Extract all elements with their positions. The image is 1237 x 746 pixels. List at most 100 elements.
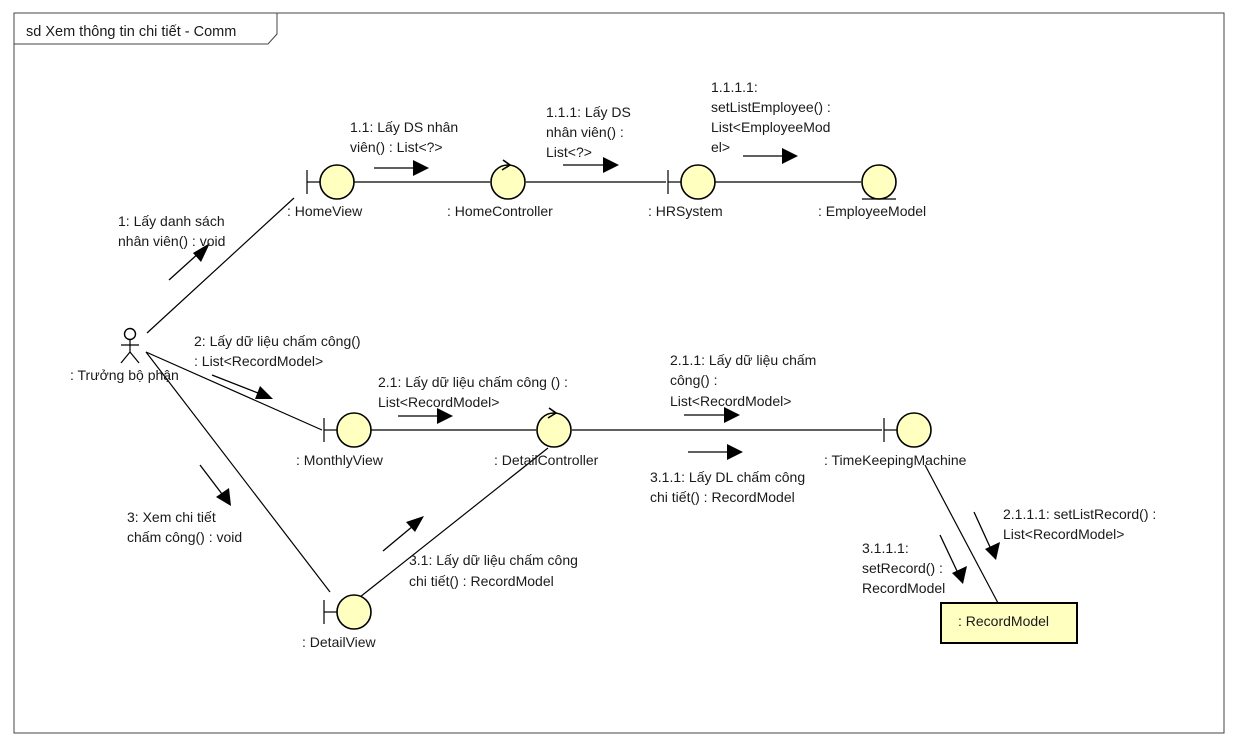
frame-tab <box>14 12 278 45</box>
control-icon <box>490 164 526 200</box>
timekeeping-machine-label: : TimeKeepingMachine <box>824 452 967 468</box>
link-actor-homeview <box>146 197 295 334</box>
message-arrow-1-head <box>193 243 210 262</box>
message-1-1-1-line-3: List<?> <box>546 144 592 160</box>
timekeeping-machine-boundary[interactable]: : TimeKeepingMachine <box>824 412 967 468</box>
message-3-1-label: 3.1: Lấy dữ liệu chấm công chi tiết() : … <box>409 552 582 589</box>
actor-truong-bo-phan[interactable]: : Trưởng bộ phận <box>70 327 179 384</box>
message-arrow-1-shaft <box>168 251 201 281</box>
message-arrow-3-shaft <box>199 464 223 495</box>
message-1-line-2: nhân viên() : void <box>118 233 225 249</box>
boundary-icon <box>319 164 355 200</box>
message-2-1-1-label: 2.1.1: Lấy dữ liệu chấm công() : List<Re… <box>670 352 820 409</box>
message-2-1-line-1: 2.1: Lấy dữ liệu chấm công () : <box>378 374 568 390</box>
actor-leg-left <box>120 351 131 364</box>
boundary-icon <box>336 412 372 448</box>
message-1-1-1-1-line-2: setListEmployee() : <box>711 99 831 115</box>
control-arrow-icon <box>501 159 512 171</box>
link-detailview-detailcontroller <box>359 447 549 598</box>
frame-title: Xem thông tin chi tiết - Comm <box>45 24 236 40</box>
message-3-line-2: chấm công() : void <box>127 529 242 545</box>
message-arrow-2-1-1-1-head <box>985 542 1000 560</box>
message-2-1-label: 2.1: Lấy dữ liệu chấm công () : List<Rec… <box>378 374 572 410</box>
employee-model-entity[interactable]: : EmployeeModel <box>818 164 926 219</box>
home-view-label: : HomeView <box>287 203 363 219</box>
message-arrow-3-1-head <box>406 516 424 532</box>
message-labels: 1: Lấy danh sách nhân viên() : void 1.1:… <box>118 79 1160 596</box>
message-arrow-3-1-1-1-shaft <box>939 534 958 572</box>
message-2-label: 2: Lấy dữ liệu chấm công() : List<Record… <box>194 333 364 369</box>
control-icon <box>536 412 572 448</box>
message-2-1-1-line-3: List<RecordModel> <box>670 393 791 409</box>
message-arrow-2-1-head <box>437 408 453 424</box>
hr-system-boundary[interactable]: : HRSystem <box>648 164 723 219</box>
actor-leg-right <box>129 351 140 364</box>
links <box>145 181 999 604</box>
message-2-1-1-1-line-2: List<RecordModel> <box>1003 526 1124 542</box>
actor-label: : Trưởng bộ phận <box>70 367 179 383</box>
home-controller-control[interactable]: : HomeController <box>447 159 553 219</box>
home-controller-label: : HomeController <box>447 203 553 219</box>
message-3-line-1: 3: Xem chi tiết <box>127 509 216 525</box>
message-arrow-3-1-1-head <box>727 444 743 460</box>
frame-border <box>13 12 1225 734</box>
monthly-view-label: : MonthlyView <box>296 452 384 468</box>
message-2-1-1-line-1: 2.1.1: Lấy dữ liệu chấm <box>670 352 816 368</box>
message-3-1-1-1-line-1: 3.1.1.1: <box>862 540 909 556</box>
boundary-icon <box>896 412 932 448</box>
message-1-1-label: 1.1: Lấy DS nhân viên() : List<?> <box>350 119 462 155</box>
message-1-line-1: 1: Lấy danh sách <box>118 213 225 229</box>
message-3-1-1-1-line-2: setRecord() : <box>862 560 943 576</box>
message-1-1-1-1-line-1: 1.1.1.1: <box>711 79 758 95</box>
boundary-icon <box>680 164 716 200</box>
message-3-1-line-1: 3.1: Lấy dữ liệu chấm công <box>409 552 578 568</box>
message-1-1-1-line-2: nhân viên() : <box>546 124 624 140</box>
message-3-1-1-line-1: 3.1.1: Lấy DL chấm công <box>650 469 805 485</box>
message-arrows <box>168 148 1000 584</box>
frame-keyword: sd <box>26 24 41 40</box>
detail-view-label: : DetailView <box>302 634 377 650</box>
link-actor-monthlyview <box>145 351 323 431</box>
detail-controller-control[interactable]: : DetailController <box>494 407 599 468</box>
record-model-label: : RecordModel <box>958 613 1049 629</box>
message-2-1-1-line-2: công() : <box>670 372 717 388</box>
message-1-1-1-1-line-3: List<EmployeeMod <box>711 119 830 135</box>
message-2-line-2: : List<RecordModel> <box>194 353 323 369</box>
message-1-1-line-2: viên() : List<?> <box>350 139 443 155</box>
message-3-1-1-1-label: 3.1.1.1: setRecord() : RecordModel <box>862 540 947 596</box>
message-2-line-1: 2: Lấy dữ liệu chấm công() <box>194 333 361 349</box>
message-3-label: 3: Xem chi tiết chấm công() : void <box>127 509 242 545</box>
message-arrow-3-head <box>216 488 231 506</box>
message-2-1-1-1-label: 2.1.1.1: setListRecord() : List<RecordMo… <box>1003 506 1160 542</box>
message-1-1-line-1: 1.1: Lấy DS nhân <box>350 119 458 135</box>
employee-model-label: : EmployeeModel <box>818 203 926 219</box>
message-2-1-1-1-line-1: 2.1.1.1: setListRecord() : <box>1003 506 1156 522</box>
message-arrow-1-1-1-head <box>603 157 619 173</box>
monthly-view-boundary[interactable]: : MonthlyView <box>296 412 384 468</box>
message-1-1-1-1-line-4: el> <box>711 139 730 155</box>
message-arrow-2-1-1-1-shaft <box>973 511 991 548</box>
message-arrow-3-1-shaft <box>382 525 414 552</box>
message-arrow-1-1-1-1-head <box>782 148 798 164</box>
message-1-1-1-label: 1.1.1: Lấy DS nhân viên() : List<?> <box>546 104 635 160</box>
object-box <box>940 602 1078 644</box>
message-arrow-2-head <box>255 386 273 399</box>
hr-system-label: : HRSystem <box>648 203 723 219</box>
link-actor-detailview <box>145 351 331 593</box>
message-2-1-line-2: List<RecordModel> <box>378 394 499 410</box>
message-arrow-2-shaft <box>211 374 259 394</box>
detail-controller-label: : DetailController <box>494 452 599 468</box>
message-3-1-line-2: chi tiết() : RecordModel <box>409 573 554 589</box>
boundary-icon <box>336 594 372 630</box>
link-timekeeping-recordmodel <box>924 464 999 604</box>
message-1-1-1-1-label: 1.1.1.1: setListEmployee() : List<Employ… <box>711 79 835 155</box>
message-arrow-2-1-1-head <box>724 407 740 423</box>
entity-icon <box>861 164 897 200</box>
record-model-object[interactable]: : RecordModel <box>940 602 1078 644</box>
message-arrow-3-1-1-1-head <box>952 566 967 584</box>
home-view-boundary[interactable]: : HomeView <box>287 164 363 219</box>
message-1-1-1-line-1: 1.1.1: Lấy DS <box>546 104 631 120</box>
detail-view-boundary[interactable]: : DetailView <box>302 594 377 650</box>
